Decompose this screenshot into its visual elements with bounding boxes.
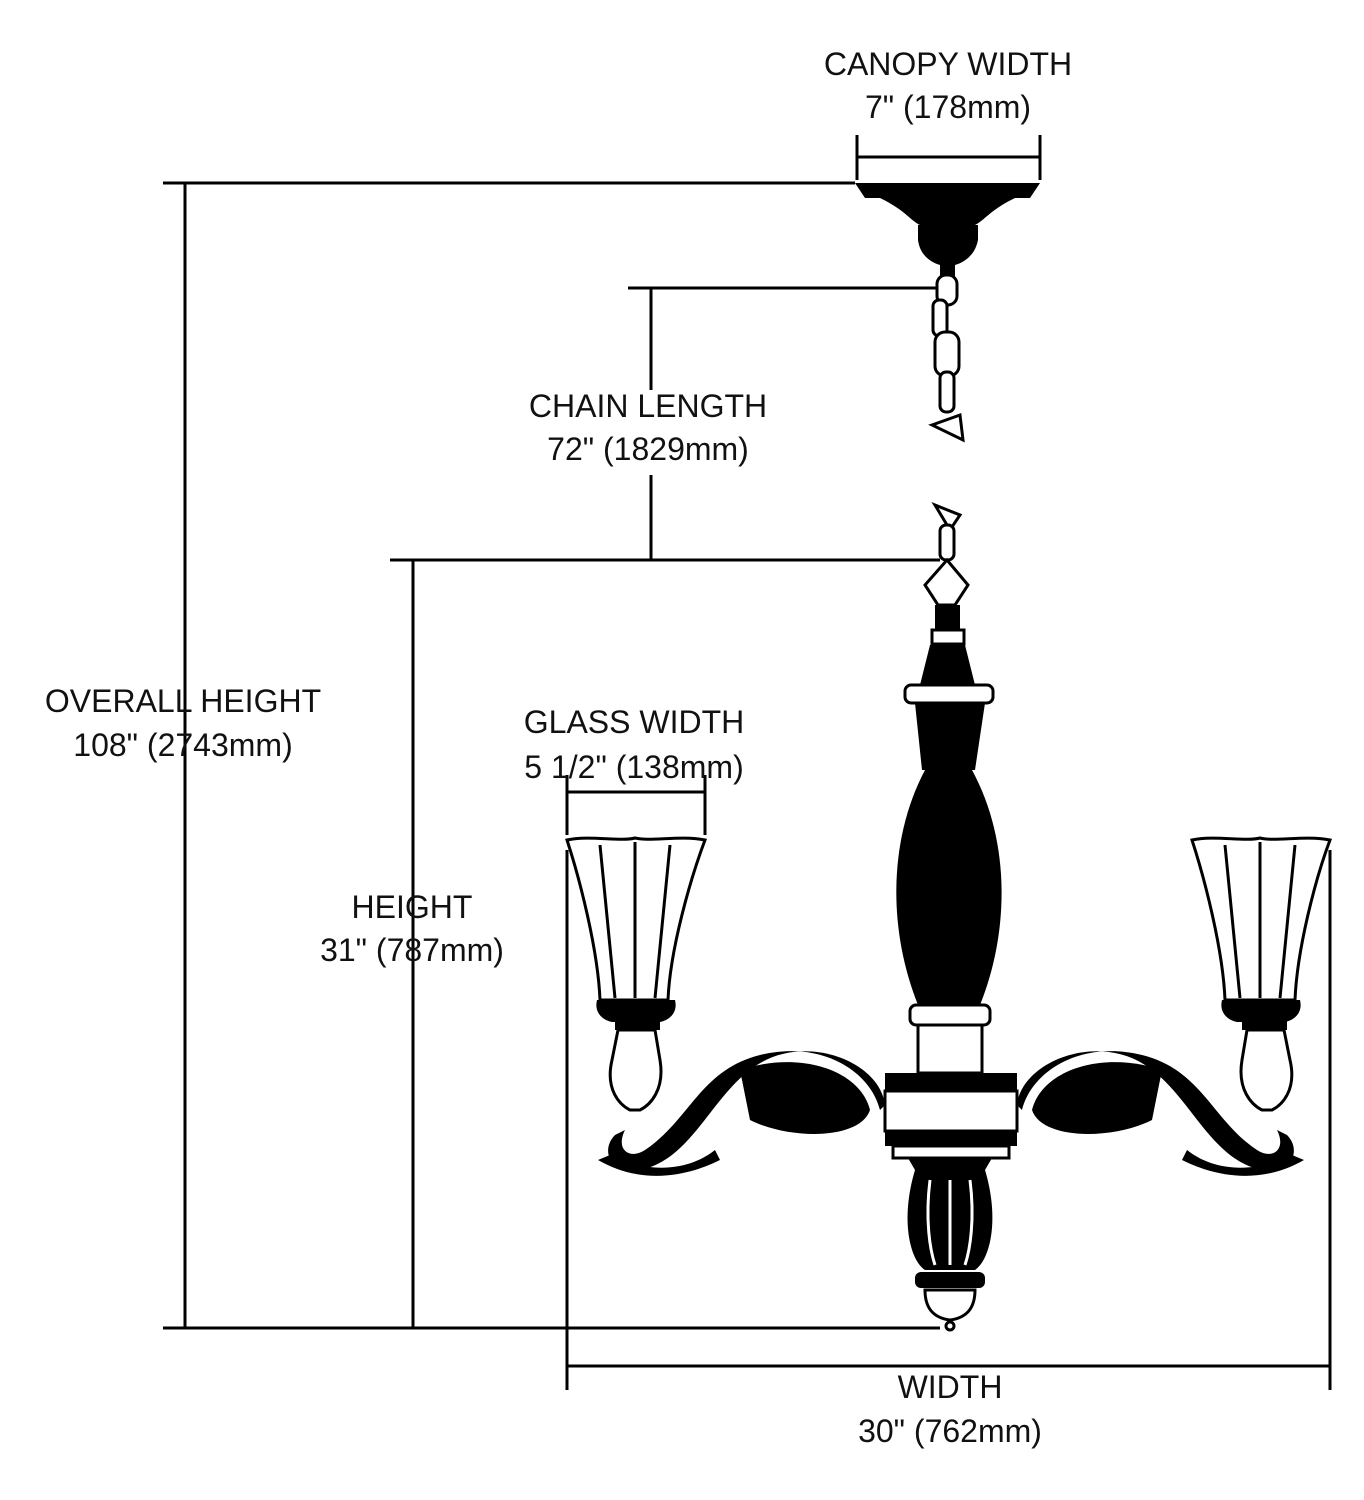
height-label: HEIGHT: [352, 889, 473, 925]
width-line: [565, 850, 1332, 1390]
glass-width-value: 5 1/2" (138mm): [524, 749, 743, 785]
canopy-width-label: CANOPY WIDTH: [824, 46, 1072, 82]
chandelier-illustration: [565, 183, 1333, 1332]
chain-length-line: [390, 286, 940, 562]
right-glass-shade: [1190, 836, 1333, 1022]
overall-height-line: [163, 181, 940, 1330]
overall-height-value: 108" (2743mm): [73, 727, 292, 763]
width-label: WIDTH: [898, 1369, 1003, 1405]
chain: [928, 273, 965, 562]
overall-height-label: OVERALL HEIGHT: [45, 683, 321, 719]
dimension-lines: [163, 135, 1332, 1390]
left-arm: [598, 1015, 885, 1176]
body-column: [883, 557, 1019, 1332]
left-glass-shade: [565, 836, 708, 1022]
canopy: [855, 183, 1040, 277]
glass-width-label: GLASS WIDTH: [524, 704, 744, 740]
canopy-width-value: 7" (178mm): [865, 89, 1031, 125]
right-arm: [1017, 1015, 1304, 1176]
width-value: 30" (762mm): [858, 1413, 1042, 1449]
canopy-width-bracket: [855, 135, 1042, 180]
chain-length-label: CHAIN LENGTH: [529, 388, 767, 424]
chain-length-value: 72" (1829mm): [547, 431, 749, 467]
glass-width-bracket: [565, 775, 707, 835]
height-value: 31" (787mm): [320, 932, 504, 968]
